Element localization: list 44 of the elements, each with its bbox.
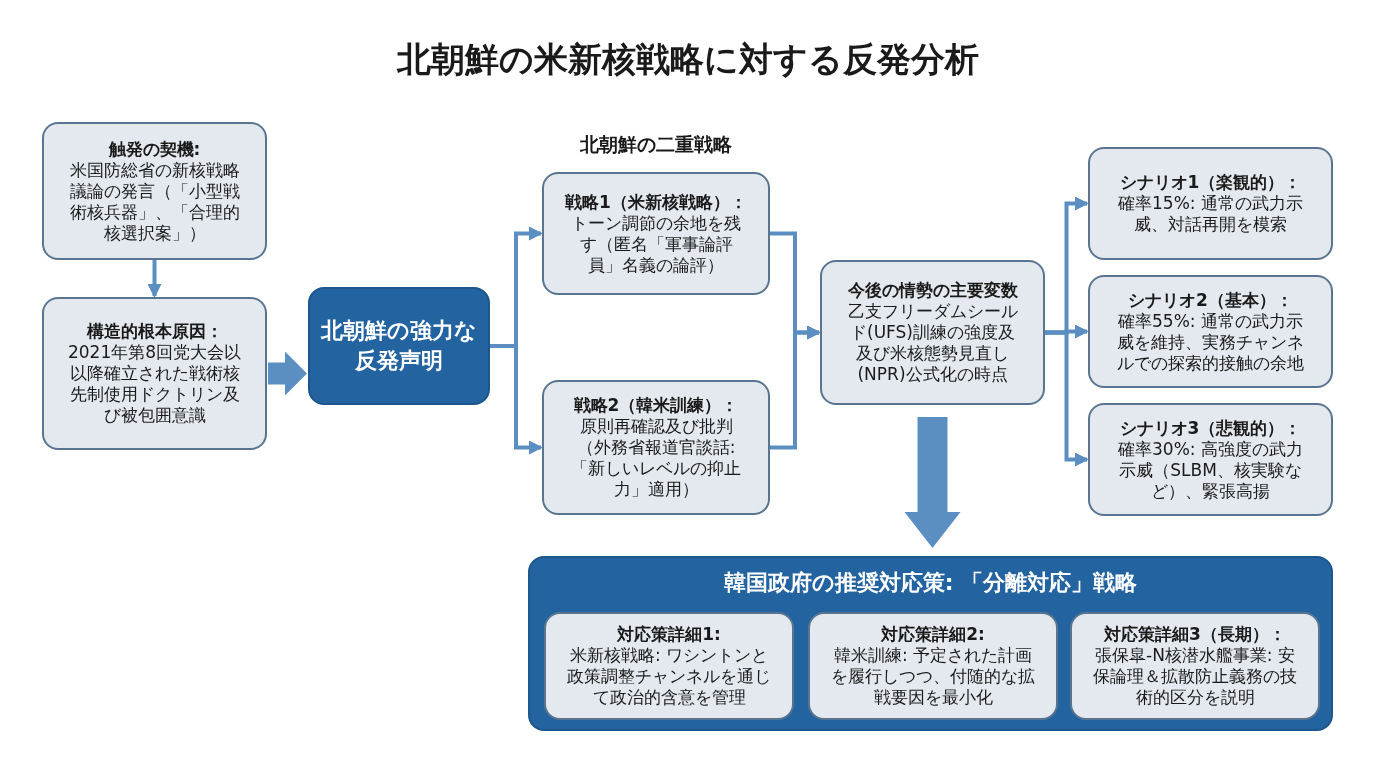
box-text: 張保皐-N核潜水艦事業: 安保論理＆拡散防止義務の技術的区分を説明 <box>1092 645 1298 708</box>
title: 北朝鮮の米新核戦略に対する反発分析 <box>395 38 980 81</box>
box-heading: 戦略2（韓米訓練）： <box>573 395 739 416</box>
box-text: 2021年第8回党大会以以降確立された戦術核先制使用ドクトリン及び被包囲意識 <box>66 342 243 426</box>
box-text: 米国防総省の新核戦略議論の発言（「小型戦術核兵器」、「合理的核選択案」） <box>68 159 241 244</box>
process-box <box>544 612 794 720</box>
box-heading: 対応策詳細1: <box>617 624 721 645</box>
panel <box>528 556 1333 731</box>
box-heading: 対応策詳細2: <box>881 624 985 645</box>
box-text: 乙支フリーダムシールド(UFS)訓練の強度及及び米核態勢見直し(NPR)公式化の時点 <box>846 301 1019 385</box>
process-box <box>542 380 770 515</box>
box-text: 確率15%: 通常の武力示威、対話再開を模索 <box>1117 193 1304 235</box>
box-heading: シナリオ2（基本）： <box>1128 289 1293 311</box>
box-heading: シナリオ1（楽観的）： <box>1119 172 1302 193</box>
highlight-box <box>308 287 490 405</box>
block-arrow <box>904 417 961 548</box>
arrow <box>770 325 821 450</box>
section-heading: 北朝鮮の二重戦略 <box>579 132 733 157</box>
process-box <box>1088 403 1333 516</box>
box-text: トーン調節の余地を残す（匿名「軍事論評員」名義の論評） <box>570 212 742 276</box>
arrow <box>147 260 162 298</box>
process-box <box>1088 147 1333 260</box>
box-heading: 構造的根本原因： <box>86 321 223 342</box>
box-heading: 対応策詳細3（長期）： <box>1104 624 1286 645</box>
box-text: 韓米訓練: 予定された計画を履行しつつ、付随的な拡戦要因を最小化 <box>830 645 1036 708</box>
process-box <box>42 297 267 450</box>
box-text: 確率30%: 高強度の武力示威（SLBM、核実験など）、緊張高揚 <box>1117 438 1304 502</box>
box-heading: シナリオ3（悲観的）： <box>1119 417 1302 439</box>
process-box <box>820 260 1045 405</box>
arrow <box>1045 330 1089 467</box>
process-box <box>42 122 267 260</box>
process-box <box>808 612 1058 720</box>
process-box <box>1070 612 1320 720</box>
box-heading: 戦略1（米新核戦略）： <box>565 191 747 213</box>
box-text: 確率55%: 通常の武力示威を維持、実務チャンネルでの探索的接触の余地 <box>1116 310 1305 374</box>
box-text: 北朝鮮の強力な反発声明 <box>320 317 478 375</box>
box-text: 原則再確認及び批判（外務省報道官談話:「新しいレベルの抑止力」適用） <box>570 416 742 500</box>
box-text: 米新核戦略: ワシントンと政策調整チャンネルを通じて政治的含意を管理 <box>566 645 772 708</box>
block-arrow <box>268 351 307 396</box>
panel-heading: 韓国政府の推奨対応策: 「分離対応」戦略 <box>723 569 1138 597</box>
process-box <box>1088 275 1333 388</box>
process-box <box>542 172 770 295</box>
box-heading: 触発の契機: <box>108 138 201 160</box>
box-heading: 今後の情勢の主要変数 <box>847 280 1018 301</box>
